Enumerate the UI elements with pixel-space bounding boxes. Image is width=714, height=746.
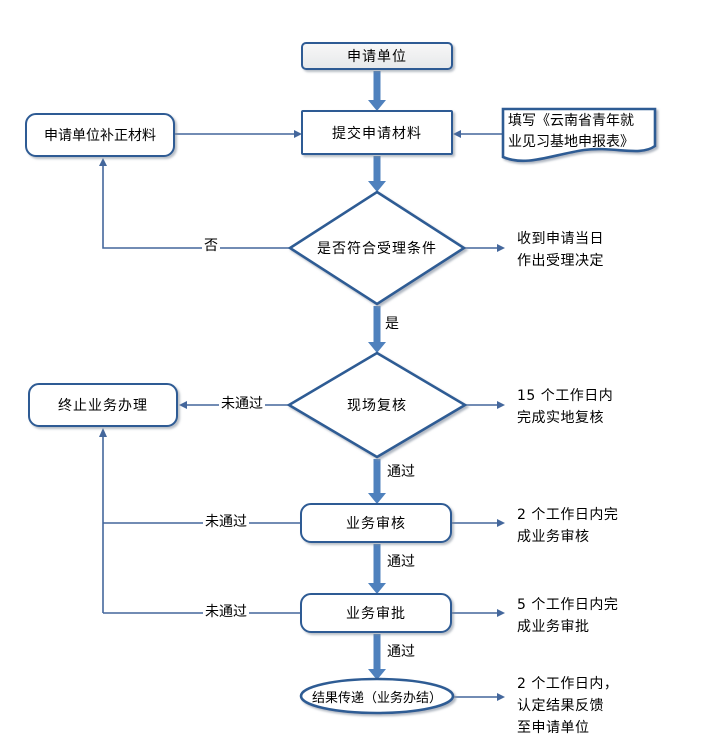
business-approval-fail-label: 未通过 <box>203 604 249 621</box>
note-line: 5 个工作日内完 <box>517 597 619 613</box>
no-branch-label: 否 <box>202 238 220 255</box>
submit-node-label: 提交申请材料 <box>332 125 422 142</box>
site-review-diamond <box>286 351 468 459</box>
note-line: 15 个工作日内 <box>517 388 614 404</box>
arrowhead-no-to-supplement <box>99 158 107 166</box>
form-document-line: 业见习基地申报表》 <box>508 134 634 150</box>
site-review-pass-label: 通过 <box>385 464 417 481</box>
business-approval-label: 业务审批 <box>346 606 406 622</box>
supplement-node: 申请单位补正材料 <box>25 113 175 157</box>
arrowhead-start-to-submit <box>368 100 386 111</box>
result-label: 结果传递（业务办结） <box>311 690 442 706</box>
terminate-node: 终止业务办理 <box>28 383 178 427</box>
arrowhead-yes-to-site-review <box>368 342 386 353</box>
supplement-node-label: 申请单位补正材料 <box>44 128 156 144</box>
note-line: 收到申请当日 <box>517 231 604 247</box>
note-line: 作出受理决定 <box>517 253 604 269</box>
business-approval-pass-label: 通过 <box>385 644 417 661</box>
arrowhead-submit-to-decision <box>368 181 386 192</box>
note-line: 至申请单位 <box>517 720 590 736</box>
business-approval-note: 5 个工作日内完 成业务审批 <box>517 594 618 638</box>
thick-flow-arrows <box>368 71 386 680</box>
accept-decision-note: 收到申请当日 作出受理决定 <box>517 228 604 272</box>
note-line: 完成实地复核 <box>517 410 604 426</box>
arrowhead-result-note <box>497 693 505 701</box>
result-note: 2 个工作日内， 认定结果反馈 至申请单位 <box>517 673 618 739</box>
business-review-fail-label: 未通过 <box>203 514 249 531</box>
arrowhead-decision-note <box>497 244 505 252</box>
line-no-to-supplement <box>102 165 289 249</box>
note-line: 成业务审核 <box>517 529 590 545</box>
arrowhead-pass-to-review <box>368 493 386 504</box>
site-review-note: 15 个工作日内 完成实地复核 <box>517 385 613 429</box>
business-review-pass-label: 通过 <box>385 554 417 571</box>
thin-connectors <box>99 130 505 701</box>
note-line: 成业务审批 <box>517 619 590 635</box>
terminate-node-label: 终止业务办理 <box>58 398 148 414</box>
site-review-label: 现场复核 <box>347 398 407 414</box>
arrowhead-supplement-to-submit <box>294 130 302 138</box>
business-review-node: 业务审核 <box>300 503 452 543</box>
form-document-shape <box>501 107 657 163</box>
form-document-text: 填写《云南省青年就 业见习基地申报表》 <box>508 111 634 153</box>
arrowhead-sitereview-note <box>497 401 505 409</box>
business-review-note: 2 个工作日内完 成业务审核 <box>517 504 618 548</box>
yes-branch-label: 是 <box>383 316 401 333</box>
accept-decision-diamond <box>287 190 467 306</box>
form-document-line: 填写《云南省青年就 <box>508 113 634 129</box>
business-review-label: 业务审核 <box>346 516 406 532</box>
arrowhead-pass-to-result <box>368 669 386 680</box>
arrowhead-approval-note <box>497 609 505 617</box>
arrowhead-review-note <box>497 519 505 527</box>
arrowhead-pass-to-approval <box>368 583 386 594</box>
note-line: 2 个工作日内完 <box>517 507 619 523</box>
submit-node: 提交申请材料 <box>301 110 453 155</box>
start-node-label: 申请单位 <box>347 49 407 65</box>
note-line: 认定结果反馈 <box>517 698 604 714</box>
arrowhead-sitereview-fail <box>179 401 187 409</box>
start-node: 申请单位 <box>301 42 453 70</box>
note-line: 2 个工作日内， <box>517 676 619 692</box>
business-approval-node: 业务审批 <box>300 593 452 633</box>
arrowhead-trunk-to-terminate <box>99 428 107 437</box>
result-terminator-ellipse <box>299 677 455 715</box>
accept-decision-label: 是否符合受理条件 <box>317 241 437 257</box>
site-review-fail-label: 未通过 <box>219 396 265 413</box>
arrowhead-document-to-submit <box>453 130 461 138</box>
